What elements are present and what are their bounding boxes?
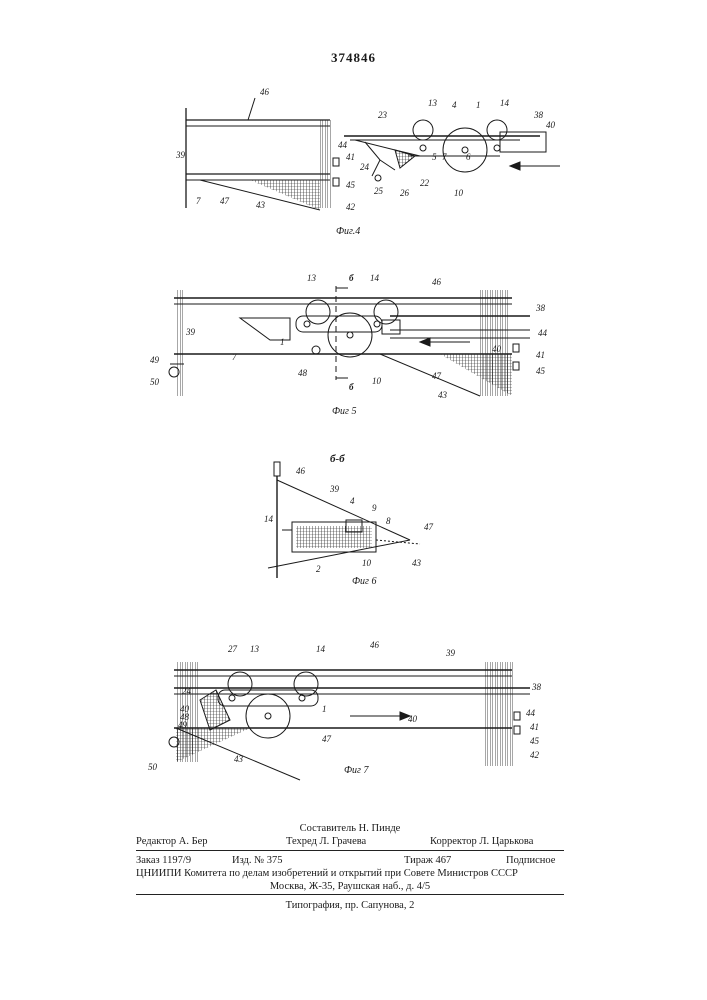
- fig7-label: 43: [234, 754, 244, 764]
- fig4-label: 25: [374, 186, 384, 196]
- fig5-label: 7: [232, 352, 237, 362]
- fig7-label: 24: [182, 686, 192, 696]
- printing-house: Типография, пр. Сапунова, 2: [136, 899, 564, 912]
- fig6-label: 9: [372, 503, 377, 513]
- fig4-label: 1: [476, 100, 481, 110]
- fig7-label: 27: [228, 644, 238, 654]
- fig4-label: 42: [346, 202, 356, 212]
- fig7-label: 49: [178, 720, 188, 730]
- fig4-label: 22: [420, 178, 430, 188]
- fig4-label: 47: [220, 196, 230, 206]
- fig6-label: 46: [296, 466, 306, 476]
- fig4-label: 44: [338, 140, 348, 150]
- fig4-label: 41: [346, 152, 355, 162]
- fig5-caption: Фиг 5: [332, 406, 356, 417]
- fig5-label: 1: [280, 337, 285, 347]
- fig5-label: 39: [185, 327, 196, 337]
- figure-4-labels: 46 13 4 1 14 38 40 23 44 41 39 5 7 6 24 …: [175, 87, 556, 212]
- fig7-label: 1: [322, 704, 327, 714]
- fig4-label: 23: [378, 110, 388, 120]
- fig6-label: 10: [362, 558, 372, 568]
- figure-6: [268, 462, 420, 578]
- imprint-divider: [136, 850, 564, 851]
- fig7-label: 40: [408, 714, 418, 724]
- fig4-label: 14: [500, 98, 510, 108]
- fig5-label: 46: [432, 277, 442, 287]
- fig4-label: 6: [466, 152, 471, 162]
- fig7-caption: Фиг 7: [344, 765, 369, 776]
- fig4-label: 24: [360, 162, 370, 172]
- institute: ЦНИИПИ Комитета по делам изобретений и о…: [136, 867, 518, 880]
- corrector: Корректор Л. Царькова: [430, 835, 533, 848]
- fig5-label: 45: [536, 366, 546, 376]
- fig4-caption: Фиг.4: [336, 226, 360, 237]
- fig7-label: 42: [530, 750, 540, 760]
- fig5-label: 49: [150, 355, 160, 365]
- imprint: Составитель Н. Пинде Редактор А. Бер Тех…: [136, 822, 564, 912]
- editor: Редактор А. Бер: [136, 835, 208, 848]
- order-number: Заказ 1197/9: [136, 854, 191, 867]
- compiler: Составитель Н. Пинде: [136, 822, 564, 835]
- fig5-label: 41: [536, 350, 545, 360]
- fig5-label: 48: [298, 368, 308, 378]
- fig7-label: 47: [322, 734, 332, 744]
- fig4-label: 5: [432, 152, 437, 162]
- fig4-label: 13: [428, 98, 438, 108]
- fig4-label: 45: [346, 180, 356, 190]
- fig4-label: 26: [400, 188, 410, 198]
- fig6-label: 43: [412, 558, 422, 568]
- fig4-label: 43: [256, 200, 266, 210]
- fig6-label: 2: [316, 564, 321, 574]
- fig7-label: 38: [531, 682, 542, 692]
- fig5-label: 14: [370, 273, 380, 283]
- fig7-label: 44: [526, 708, 536, 718]
- fig4-label: 38: [533, 110, 544, 120]
- fig7-label: 50: [148, 762, 158, 772]
- fig6-label: 39: [329, 484, 340, 494]
- imprint-divider: [136, 894, 564, 895]
- fig7-label: 45: [530, 736, 540, 746]
- fig7-label: 14: [316, 644, 326, 654]
- fig6-label: 4: [350, 496, 355, 506]
- fig5-label: 50: [150, 377, 160, 387]
- fig5-label: 13: [307, 273, 317, 283]
- fig4-label: 7: [196, 196, 201, 206]
- fig4-label: 40: [546, 120, 556, 130]
- fig4-label: 10: [454, 188, 464, 198]
- figure-5: [169, 286, 530, 396]
- fig7-label: 46: [370, 640, 380, 650]
- techred: Техред Л. Грачева: [286, 835, 366, 848]
- fig4-label: 7: [442, 152, 447, 162]
- fig5-section-mark-top: б: [349, 273, 354, 283]
- fig5-label: 43: [438, 390, 448, 400]
- fig4-label: 4: [452, 100, 457, 110]
- publication-number: Изд. № 375: [232, 854, 283, 867]
- fig5-label: 47: [432, 371, 442, 381]
- fig6-caption: Фиг 6: [352, 576, 376, 587]
- fig5-label: 44: [538, 328, 548, 338]
- fig6-label: 8: [386, 516, 391, 526]
- fig6-label: 47: [424, 522, 434, 532]
- circulation: Тираж 467: [404, 854, 451, 867]
- fig5-label: 40: [492, 344, 502, 354]
- address: Москва, Ж-35, Раушская наб., д. 4/5: [136, 880, 564, 893]
- fig5-label: 38: [535, 303, 546, 313]
- fig4-label: 39: [175, 150, 186, 160]
- figure-7: [169, 662, 530, 780]
- fig6-section-title: б-б: [330, 453, 345, 465]
- fig7-label: 41: [530, 722, 539, 732]
- fig6-label: 14: [264, 514, 274, 524]
- subscription: Подписное: [506, 854, 555, 867]
- fig5-label: 10: [372, 376, 382, 386]
- fig5-section-mark-bottom: б: [349, 382, 354, 392]
- fig7-label: 39: [445, 648, 456, 658]
- fig7-label: 13: [250, 644, 260, 654]
- fig4-label: 46: [260, 87, 270, 97]
- figure-4: [186, 98, 560, 210]
